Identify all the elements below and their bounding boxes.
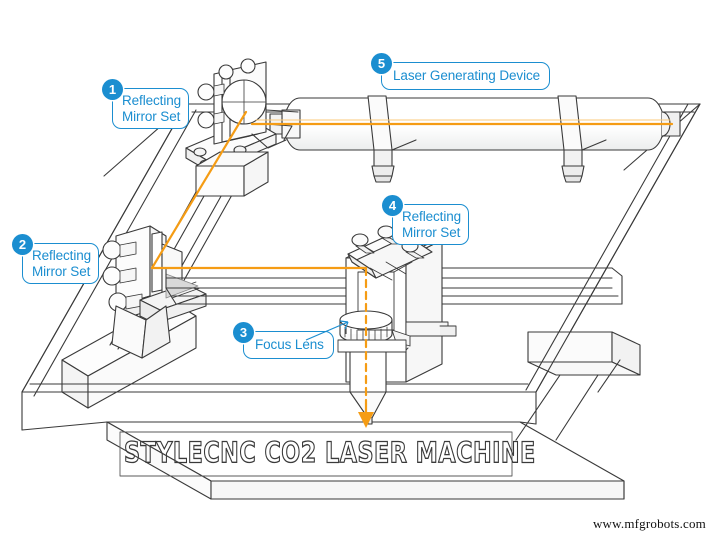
frame-rail-right-outer (525, 103, 701, 393)
machine-bed (106, 421, 625, 500)
machine-nameplate-title: STYLECNC CO2 LASER MACHINE (123, 437, 536, 470)
callout-2-label: Reflecting Mirror Set (22, 243, 100, 284)
callout-5-label: Laser Generating Device (381, 62, 551, 90)
callout-5-badge: 5 (371, 53, 392, 74)
mirror1-pedestal (195, 151, 269, 197)
beam-arrow-head (358, 412, 374, 428)
callout-2-badge: 2 (12, 234, 33, 255)
callout-3[interactable]: 3 Focus Lens (233, 322, 334, 359)
mirror1-adjust-screws (197, 58, 256, 129)
laser-beam-path (150, 110, 674, 428)
reflecting-mirror-set-1 (185, 58, 299, 173)
site-watermark: www.mfgrobots.com (592, 516, 706, 531)
reflecting-mirror-set-2 (102, 225, 207, 359)
callout-3-badge: 3 (233, 322, 254, 343)
frame-rail-right (515, 331, 641, 441)
callout-4-label: Reflecting Mirror Set (392, 204, 470, 245)
beam-mirror1-to-mirror2 (150, 110, 248, 270)
mirror2-adjust-screws (102, 240, 143, 312)
callout-5[interactable]: 5 Laser Generating Device (371, 53, 551, 90)
laser-nozzle (349, 351, 387, 425)
callout-4-badge: 4 (382, 195, 403, 216)
callout-1-label: Reflecting Mirror Set (112, 88, 190, 129)
focus-lens (337, 310, 411, 353)
callout-3-label: Focus Lens (243, 331, 334, 359)
callout-2[interactable]: 2 Reflecting Mirror Set (12, 234, 100, 284)
callout-4[interactable]: 4 Reflecting Mirror Set (382, 195, 470, 245)
callout-1[interactable]: 1 Reflecting Mirror Set (102, 79, 190, 129)
callout-1-badge: 1 (102, 79, 123, 100)
